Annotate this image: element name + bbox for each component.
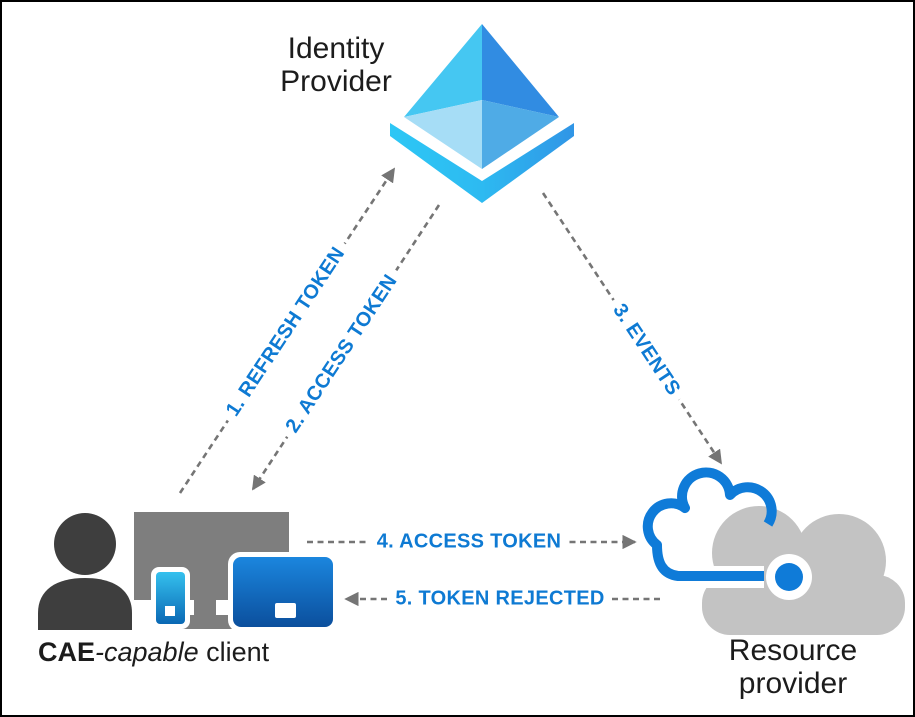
api-endpoint-dot: [775, 563, 803, 591]
edge-label-token-rejected: 5. TOKEN REJECTED: [388, 586, 612, 612]
blue-cloud-outline: [642, 467, 777, 581]
cae-client-label: CAE-capable client: [38, 637, 270, 667]
edge-label-access-token-right: 4. ACCESS TOKEN: [369, 529, 569, 555]
phone-icon: [151, 567, 190, 629]
user-with-devices-icon: [38, 512, 338, 632]
resource-provider-label: Resource provider: [728, 634, 858, 700]
azure-ad-pyramid-icon: [390, 24, 574, 203]
person-icon: [54, 513, 116, 575]
laptop-icon: [228, 552, 338, 632]
cloud-api-icon: [642, 467, 905, 635]
gray-cloud: [702, 506, 905, 635]
identity-provider-label: Identity Provider: [280, 32, 392, 98]
